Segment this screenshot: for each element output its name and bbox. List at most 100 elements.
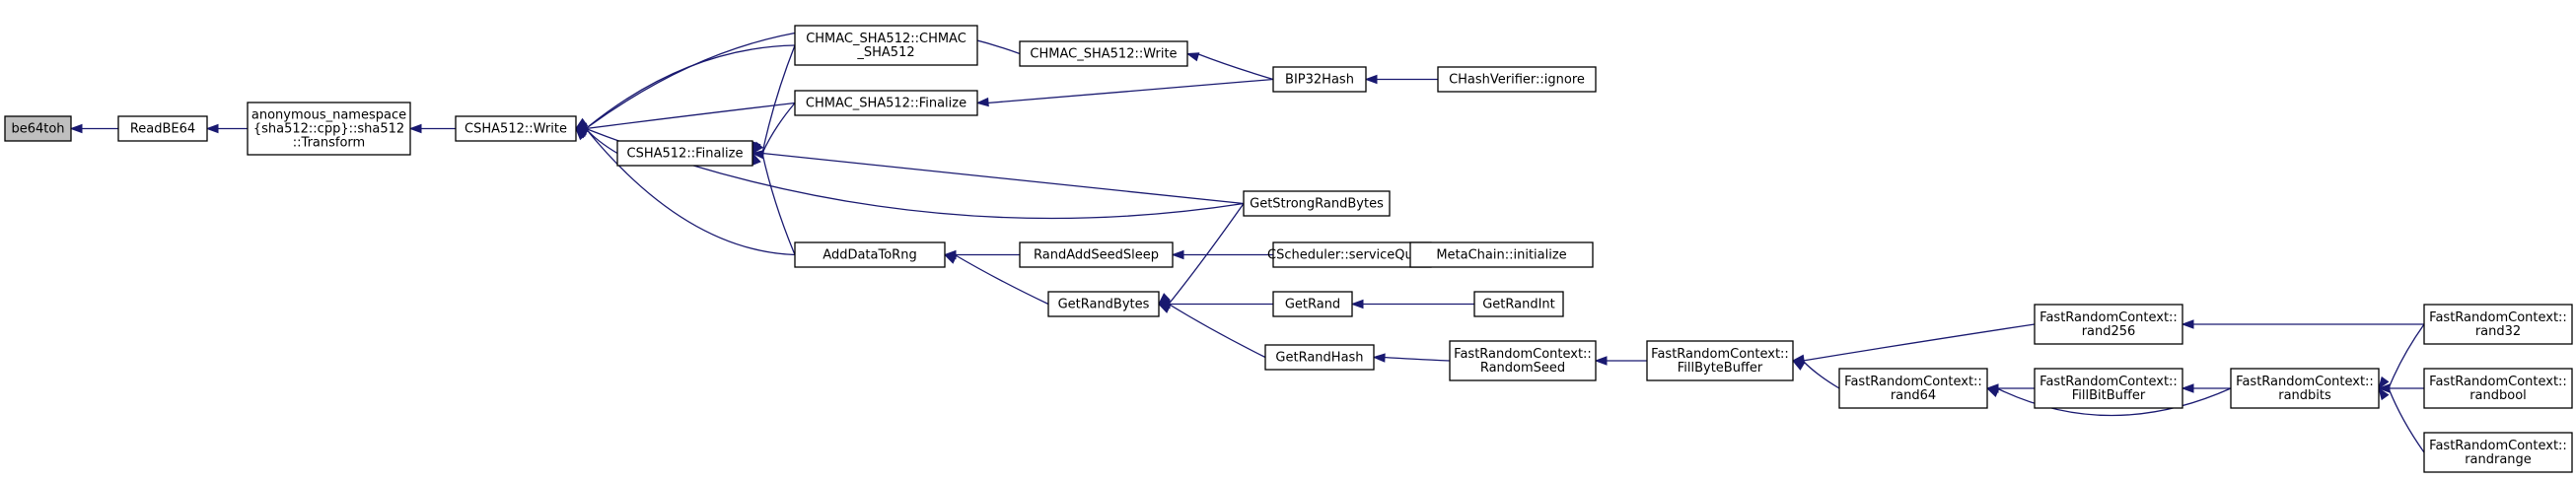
node-randbool[interactable]: FastRandomContext::randbool — [2423, 368, 2573, 409]
node-label: FastRandomContext:: — [1844, 375, 1982, 389]
node-get-strong-rand-bytes[interactable]: GetStrongRandBytes — [1243, 190, 1391, 217]
node-label: randbool — [2469, 388, 2527, 403]
node-box — [2423, 432, 2573, 473]
node-box — [117, 115, 208, 142]
node-label: CHashVerifier::ignore — [1449, 73, 1585, 88]
node-csha512-write[interactable]: CSHA512::Write — [455, 115, 577, 142]
node-box — [1243, 190, 1391, 217]
edge-add-data-to-rng-to-csha512-finalize — [751, 152, 796, 255]
node-label: randbits — [2278, 388, 2331, 403]
node-label: rand32 — [2475, 324, 2521, 339]
edge-arrowhead — [1157, 303, 1172, 313]
edge-line — [761, 103, 796, 154]
node-randrange[interactable]: FastRandomContext::randrange — [2423, 432, 2573, 473]
node-box — [1646, 340, 1794, 381]
edge-line — [2388, 323, 2425, 389]
edge-transform-to-read-be64 — [205, 123, 248, 134]
node-bip32-hash[interactable]: BIP32Hash — [1272, 66, 1367, 93]
node-label: FastRandomContext:: — [1651, 347, 1789, 362]
edge-chmac-finalize-to-csha512-write — [574, 102, 796, 132]
edge-arrowhead — [1364, 74, 1378, 85]
node-box — [1272, 66, 1367, 93]
node-rand64[interactable]: FastRandomContext::rand64 — [1838, 368, 1988, 409]
node-box — [1449, 340, 1597, 381]
node-get-rand[interactable]: GetRand — [1272, 291, 1353, 317]
node-label: FastRandomContext:: — [2039, 310, 2178, 325]
edge-chash-verifier-ignore-to-bip32-hash — [1364, 74, 1438, 85]
edge-line — [585, 102, 796, 130]
node-box — [1272, 291, 1353, 317]
edge-line — [585, 128, 618, 155]
edge-line — [1996, 387, 2232, 417]
edge-arrowhead — [2378, 376, 2390, 390]
edge-rand256-to-fill-byte-buffer — [1791, 323, 2036, 364]
edge-service-queue-to-rand-add-seed-sleep — [1171, 249, 1273, 260]
node-label: GetRandBytes — [1058, 298, 1150, 312]
node-label: FastRandomContext:: — [2236, 375, 2374, 389]
edge-line — [761, 153, 796, 255]
node-rand-add-seed-sleep[interactable]: RandAddSeedSleep — [1019, 241, 1174, 268]
node-service-queue[interactable]: CScheduler::serviceQueue — [1267, 241, 1437, 268]
node-label: CHMAC_SHA512::CHMAC — [806, 32, 966, 46]
edge-arrowhead — [1791, 360, 1806, 371]
node-meta-chain-initialize[interactable]: MetaChain::initialize — [1409, 241, 1594, 268]
edge-arrowhead — [408, 123, 422, 134]
node-box — [1264, 344, 1375, 371]
edge-arrowhead — [975, 97, 989, 107]
node-label: FillBitBuffer — [2072, 388, 2146, 403]
edge-arrowhead — [751, 149, 764, 160]
edge-random-seed-to-get-rand-hash — [1372, 353, 1451, 363]
node-random-seed[interactable]: FastRandomContext::RandomSeed — [1449, 340, 1597, 381]
node-csha512-finalize[interactable]: CSHA512::Finalize — [616, 140, 753, 167]
node-get-rand-hash[interactable]: GetRandHash — [1264, 344, 1375, 371]
node-label: GetRandHash — [1275, 351, 1363, 366]
node-label: CHMAC_SHA512::Finalize — [806, 97, 966, 111]
edge-rand32-to-randbits — [2378, 323, 2425, 390]
edge-arrowhead — [1350, 299, 1364, 309]
edge-line — [1802, 323, 2036, 362]
node-chmac-finalize[interactable]: CHMAC_SHA512::Finalize — [794, 90, 978, 116]
edge-line — [585, 128, 796, 256]
node-box — [2034, 304, 2183, 345]
node-box — [1838, 368, 1988, 409]
node-box — [794, 25, 978, 66]
edge-arrowhead — [943, 253, 958, 264]
node-box — [2423, 368, 2573, 409]
node-get-rand-int[interactable]: GetRandInt — [1473, 291, 1564, 317]
node-read-be64[interactable]: ReadBE64 — [117, 115, 208, 142]
node-label: BIP32Hash — [1285, 73, 1354, 88]
node-chash-verifier-ignore[interactable]: CHashVerifier::ignore — [1437, 66, 1597, 93]
edge-add-data-to-rng-to-csha512-write — [575, 127, 796, 256]
node-get-rand-bytes[interactable]: GetRandBytes — [1047, 291, 1160, 317]
edge-rand64-to-fill-byte-buffer — [1791, 360, 1840, 389]
node-transform[interactable]: anonymous_namespace{sha512::cpp}::sha512… — [247, 102, 411, 156]
node-fill-bit-buffer[interactable]: FastRandomContext::FillBitBuffer — [2034, 368, 2183, 409]
edge-get-rand-to-get-rand-bytes — [1157, 299, 1273, 309]
node-add-data-to-rng[interactable]: AddDataToRng — [794, 241, 946, 268]
node-label: FastRandomContext:: — [2429, 310, 2567, 325]
node-box — [455, 115, 577, 142]
node-chmac-write[interactable]: CHMAC_SHA512::Write — [1019, 40, 1188, 67]
edge-line — [1196, 52, 1274, 81]
node-label: GetStrongRandBytes — [1250, 197, 1384, 212]
node-box — [1437, 66, 1597, 93]
edge-line — [761, 44, 796, 154]
edge-line — [761, 152, 1245, 205]
node-label: FastRandomContext:: — [2429, 439, 2567, 453]
edge-arrowhead — [1372, 353, 1386, 363]
node-randbits[interactable]: FastRandomContext::randbits — [2230, 368, 2380, 409]
node-label: MetaChain::initialize — [1436, 248, 1566, 263]
node-chmac-ctor[interactable]: CHMAC_SHA512::CHMAC_SHA512 — [794, 25, 978, 66]
edge-arrowhead — [2181, 383, 2194, 393]
node-box — [1019, 40, 1188, 67]
edge-randbits-to-fill-bit-buffer — [2181, 383, 2231, 393]
node-label: {sha512::cpp}::sha512 — [253, 122, 404, 137]
node-fill-byte-buffer[interactable]: FastRandomContext::FillByteBuffer — [1646, 340, 1794, 381]
node-rand256[interactable]: FastRandomContext::rand256 — [2034, 304, 2183, 345]
node-be64toh[interactable]: be64toh — [4, 115, 72, 142]
edge-line — [986, 78, 1274, 104]
node-rand32[interactable]: FastRandomContext::rand32 — [2423, 304, 2573, 345]
node-box — [1047, 291, 1160, 317]
edge-arrowhead — [1185, 52, 1200, 62]
